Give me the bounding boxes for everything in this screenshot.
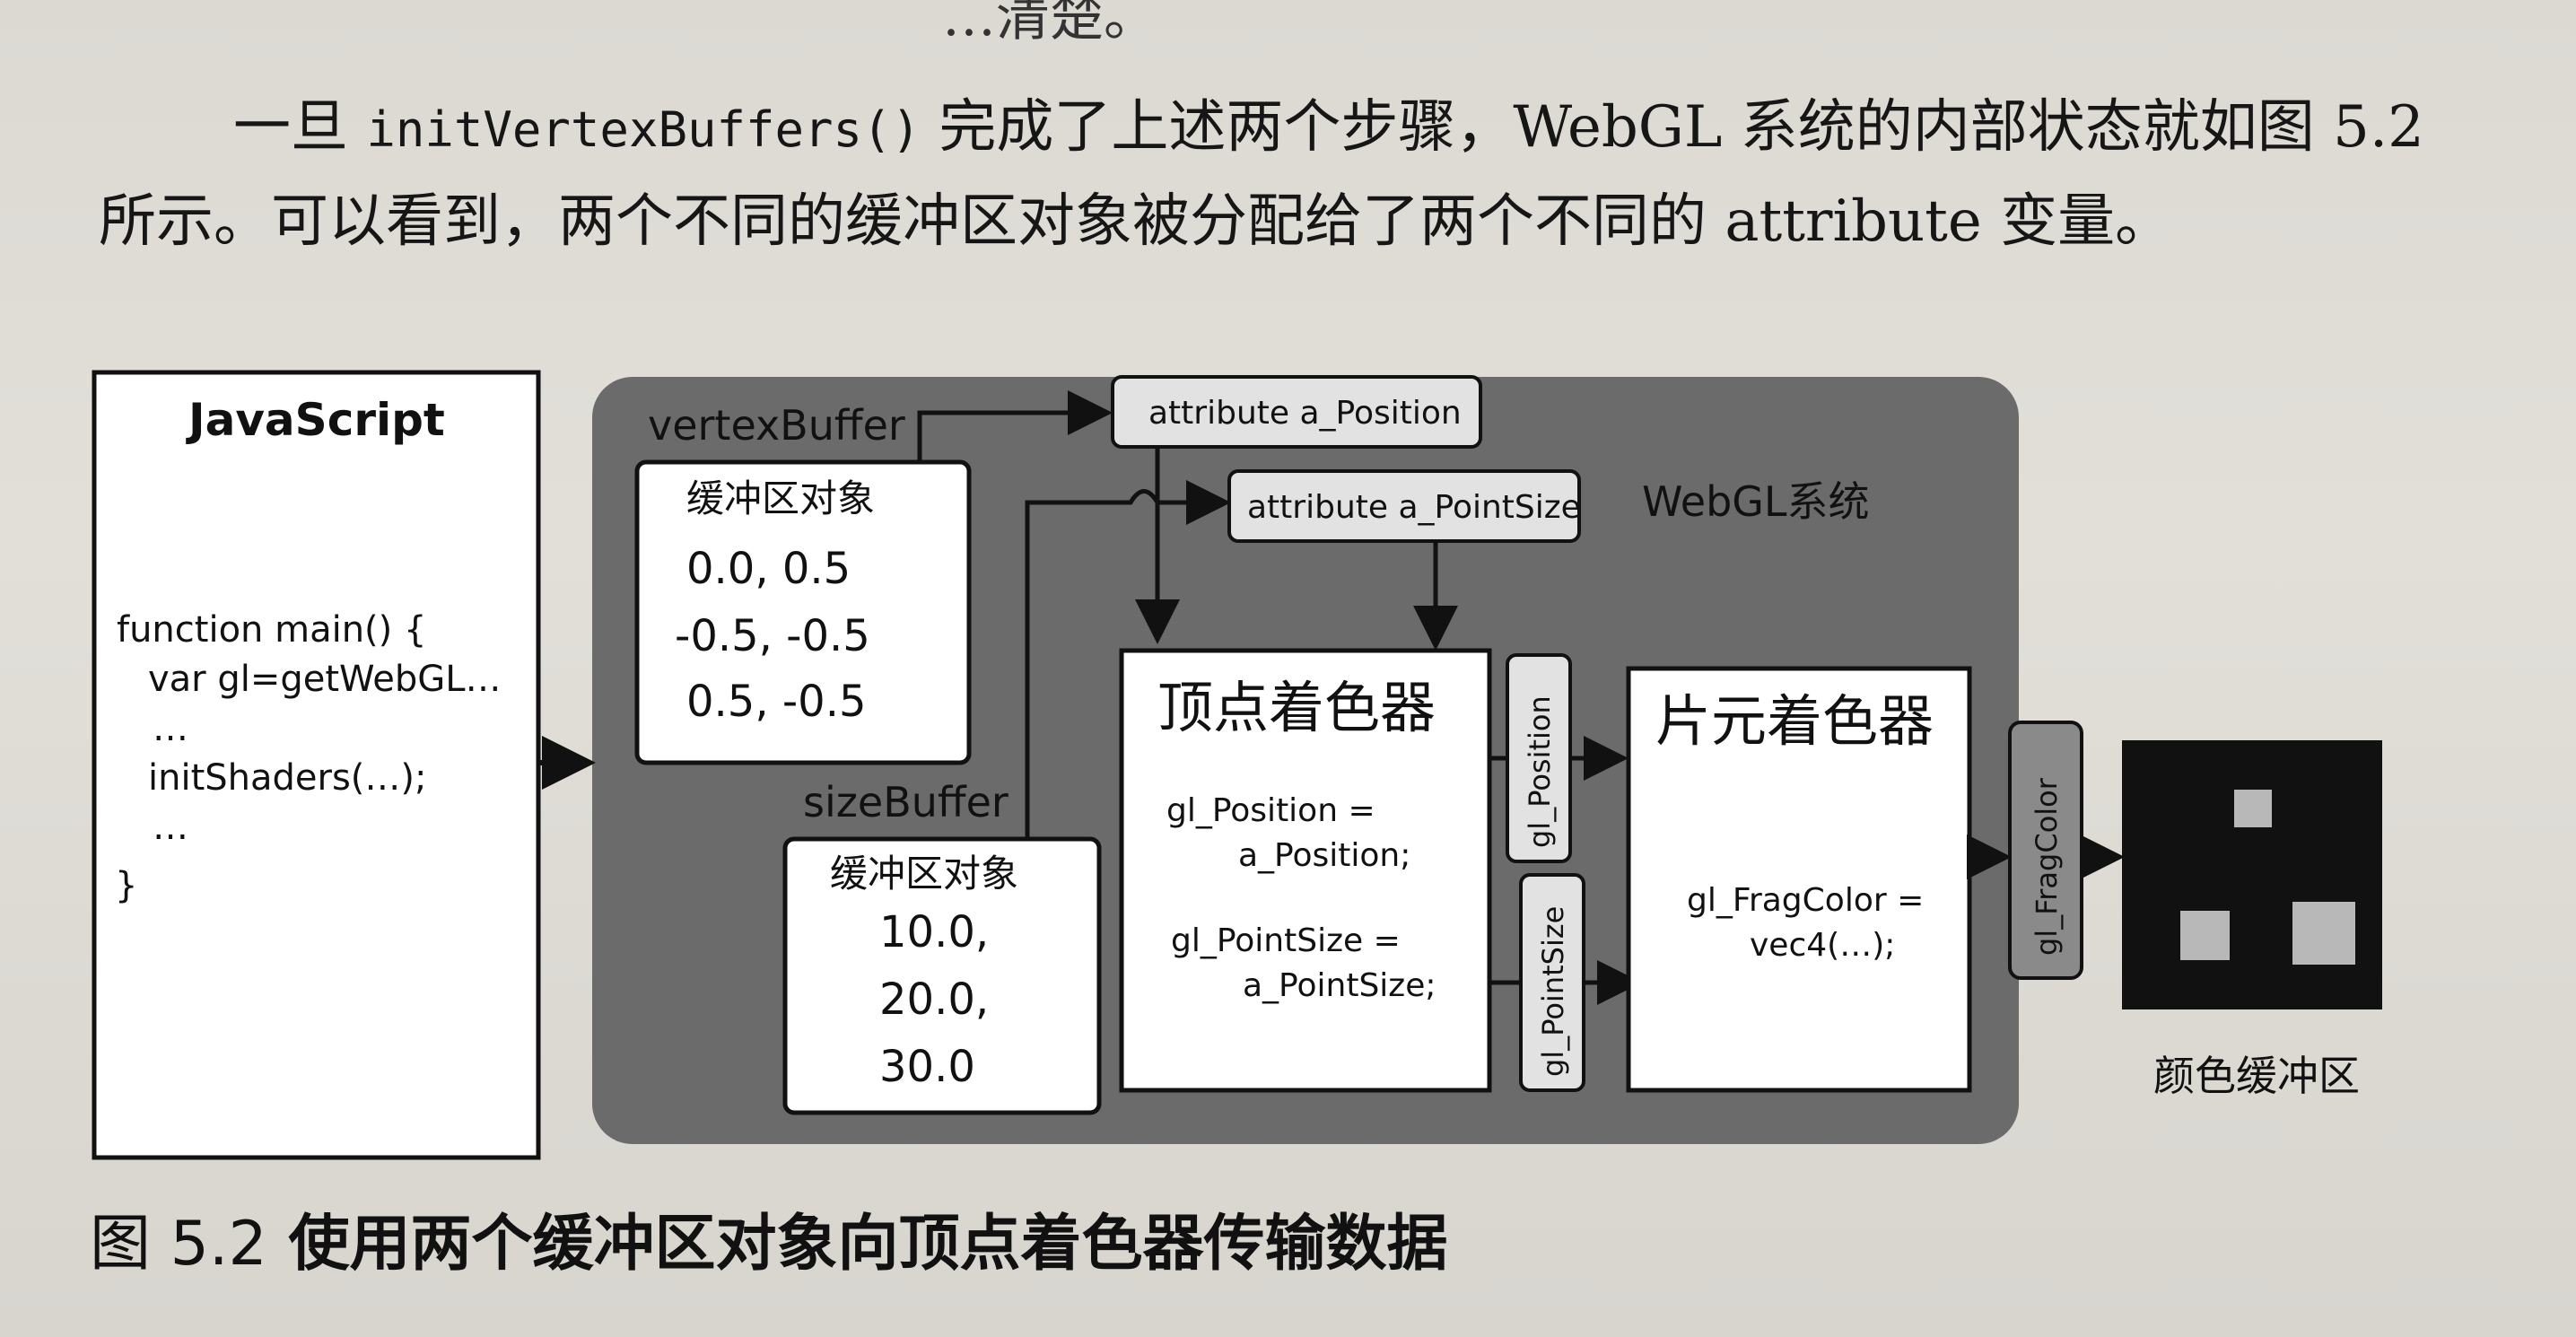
vertex-buffer-box bbox=[634, 459, 972, 765]
vertex-shader-code-1: gl_Position = bbox=[1166, 792, 1375, 829]
vertex-shader-code-3: gl_PointSize = bbox=[1171, 922, 1401, 959]
vertex-buffer-row-3: 0.5, -0.5 bbox=[686, 677, 867, 727]
gl-fragcolor-tag-label: gl_FragColor bbox=[2030, 777, 2064, 956]
size-buffer-row-1: 10.0, bbox=[879, 907, 989, 957]
size-buffer-row-3: 30.0 bbox=[879, 1042, 975, 1092]
webgl-system-label: WebGL系统 bbox=[1642, 477, 1870, 526]
color-buffer bbox=[2122, 740, 2382, 1009]
paragraph-line-2: 所示。可以看到，两个不同的缓冲区对象被分配给了两个不同的 attribute 变… bbox=[99, 188, 2173, 255]
vertex-buffer-title: 缓冲区对象 bbox=[686, 476, 875, 520]
color-buffer-pixel-2 bbox=[2180, 911, 2230, 960]
figure-caption-number: 图 5.2 bbox=[90, 1209, 267, 1280]
gl-position-tag-label: gl_Position bbox=[1523, 695, 1557, 848]
javascript-title: JavaScript bbox=[186, 394, 445, 446]
vertex-buffer-row-2: -0.5, -0.5 bbox=[675, 611, 870, 661]
color-buffer-pixel-1 bbox=[2234, 790, 2272, 827]
vertex-buffer-row-1: 0.0, 0.5 bbox=[686, 544, 851, 594]
js-code-line-4: initShaders(…); bbox=[148, 757, 427, 799]
vertex-shader-code-2: a_Position; bbox=[1238, 837, 1410, 874]
paragraph-line-1: 一旦 initVertexBuffers() 完成了上述两个步骤，WebGL 系… bbox=[233, 81, 2424, 163]
size-buffer-row-2: 20.0, bbox=[879, 974, 989, 1025]
size-buffer-box bbox=[782, 836, 1102, 1115]
gl-pointsize-tag-label: gl_PointSize bbox=[1536, 906, 1570, 1077]
javascript-panel bbox=[92, 370, 541, 1160]
js-code-line-3: … bbox=[153, 708, 188, 749]
vertex-buffer-name: vertexBuffer bbox=[648, 401, 905, 450]
attribute-a-position-label: attribute a_Position bbox=[1148, 395, 1462, 432]
vertex-shader-title: 顶点着色器 bbox=[1157, 675, 1436, 740]
figure-caption: 图 5.2 使用两个缓冲区对象向顶点着色器传输数据 bbox=[90, 1193, 1447, 1282]
fragment-shader-code-2: vec4(…); bbox=[1750, 927, 1895, 964]
fragment-shader-title: 片元着色器 bbox=[1655, 688, 1934, 754]
figure-caption-text: 使用两个缓冲区对象向顶点着色器传输数据 bbox=[288, 1209, 1448, 1280]
top-fragment-text: …清楚。 bbox=[942, 0, 1157, 48]
vertex-buffer-to-attribute-arrow bbox=[917, 390, 1113, 462]
size-buffer-title: 缓冲区对象 bbox=[830, 852, 1018, 896]
attribute-a-pointsize-label: attribute a_PointSize bbox=[1247, 489, 1581, 526]
attribute-a-position-box bbox=[1111, 375, 1482, 449]
color-buffer-pixel-3 bbox=[2292, 902, 2355, 965]
js-code-line-6: } bbox=[115, 865, 137, 906]
color-buffer-label: 颜色缓冲区 bbox=[2153, 1052, 2360, 1100]
vertex-shader-box bbox=[1119, 648, 1492, 1093]
js-code-line-5: … bbox=[153, 807, 188, 848]
line1-code: initVertexBuffers() bbox=[366, 101, 921, 158]
line1-prefix: 一旦 bbox=[233, 94, 348, 161]
fragment-shader-box bbox=[1626, 666, 1972, 1093]
vertex-shader-code-4: a_PointSize; bbox=[1243, 967, 1436, 1004]
js-code-line-2: var gl=getWebGL… bbox=[148, 659, 502, 700]
line1-suffix: 完成了上述两个步骤，WebGL 系统的内部状态就如图 5.2 bbox=[939, 94, 2424, 161]
js-code-line-1: function main() { bbox=[117, 609, 426, 651]
fragment-shader-code-1: gl_FragColor = bbox=[1687, 882, 1924, 919]
size-buffer-name: sizeBuffer bbox=[803, 778, 1009, 826]
